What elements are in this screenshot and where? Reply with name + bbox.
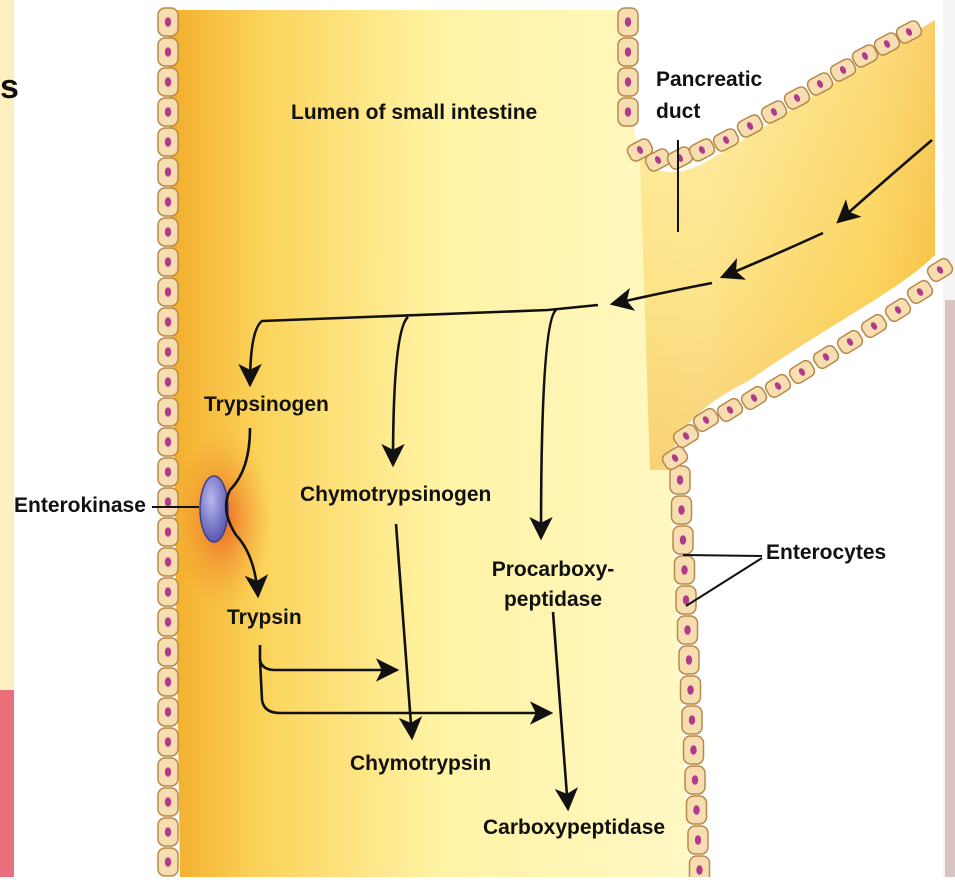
small-intestine-lumen [168,10,935,877]
enterocyte-cell-duct-lower [715,396,744,423]
enterocyte-cell-left-wall [158,848,178,876]
enterocyte-cell-left-wall [158,788,178,816]
enterocyte-cell-right-wall-lower [679,646,699,674]
enterocyte-cell-duct-lower [883,296,912,323]
enterocyte-cell-left-wall [158,188,178,216]
procarboxypeptidase-label-line2: peptidase [488,588,618,612]
enterocyte-cell-right-wall-upper [618,68,638,96]
enterocyte-cell-left-wall [158,398,178,426]
enterocyte-cell-right-wall-lower [676,586,696,614]
enterocyte-cell-right-wall-lower [675,556,695,584]
enterokinase-label: Enterokinase [14,494,146,518]
enterocyte-cell-right-wall-lower [690,856,710,877]
enterocyte-cell-duct-lower [787,358,816,385]
enterocyte-cell-right-wall-lower [673,526,693,554]
enterocyte-cell-left-wall [158,518,178,546]
enterocytes-leader-line-upper [683,555,762,556]
carboxypeptidase-label: Carboxypeptidase [483,816,665,840]
enterocyte-cell-right-wall-lower [685,766,705,794]
enterocyte-cell-right-wall-lower [687,796,707,824]
enterocyte-cell-left-wall [158,638,178,666]
enterocyte-cell-duct-lower [739,384,768,411]
enterocyte-cell-left-wall [158,548,178,576]
enterocyte-cell-left-wall [158,8,178,36]
enterocyte-cell-right-wall-lower [682,706,702,734]
enterocyte-cell-left-wall [158,338,178,366]
enterocyte-cell-left-wall [158,278,178,306]
enterocyte-cell-left-wall [158,458,178,486]
pancreatic-duct-label-line1: Pancreatic [656,68,762,92]
enterocyte-cell-right-wall-upper [618,98,638,126]
slide-title-fragment: s [0,68,19,107]
enterocytes-leader-line-lower [686,558,762,606]
enterocyte-cell-left-wall [158,728,178,756]
slide-pink-band [0,690,14,877]
enterocyte-cell-left-wall [158,248,178,276]
lumen-label: Lumen of small intestine [291,101,537,125]
enterocyte-cell-right-wall-lower [672,496,692,524]
enterocyte-cell-left-wall [158,158,178,186]
enterocyte-cell-left-wall [158,308,178,336]
chymotrypsinogen-label: Chymotrypsinogen [300,483,491,507]
enterocyte-cell-duct-lower [905,278,934,305]
enterocyte-cell-left-wall [158,758,178,786]
enterocyte-cell-right-wall-upper [618,38,638,66]
enterocyte-cell-right-wall-lower [688,826,708,854]
pancreatic-duct-label-line2: duct [656,100,700,124]
enterocyte-cell-left-wall [158,38,178,66]
enterocyte-cell-duct-lower [859,312,888,339]
enterocyte-cell-right-wall-lower [678,616,698,644]
enterocyte-cell-left-wall [158,668,178,696]
enterokinase-enzyme-shape [200,476,228,542]
enterocyte-cell-left-wall [158,488,178,516]
enterocytes-label: Enterocytes [766,541,886,565]
enterocyte-cell-right-wall-lower [670,466,690,494]
enterocyte-cell-left-wall [158,608,178,636]
enterocyte-cell-duct-lower [763,372,792,399]
slide-edge-right [945,300,955,877]
trypsinogen-label: Trypsinogen [204,393,329,417]
enterocyte-cell-left-wall [158,578,178,606]
enterocyte-cell-left-wall [158,68,178,96]
enterocyte-cell-duct-lower [835,328,864,355]
enterocyte-cell-left-wall [158,428,178,456]
procarboxypeptidase-label-line1: Procarboxy- [488,558,618,582]
enterocyte-cell-right-wall-upper [618,8,638,36]
trypsin-label: Trypsin [227,606,302,630]
chymotrypsin-label: Chymotrypsin [350,752,491,776]
enterocyte-cell-left-wall [158,818,178,846]
enterocyte-cell-left-wall [158,698,178,726]
enterocyte-cell-left-wall [158,98,178,126]
enterocyte-cell-left-wall [158,368,178,396]
enterocyte-cell-left-wall [158,128,178,156]
enterocyte-cell-right-wall-lower [681,676,701,704]
enterocyte-cell-duct-lower [811,343,840,370]
enterocyte-cell-left-wall [158,218,178,246]
enterocyte-cell-right-wall-lower [684,736,704,764]
